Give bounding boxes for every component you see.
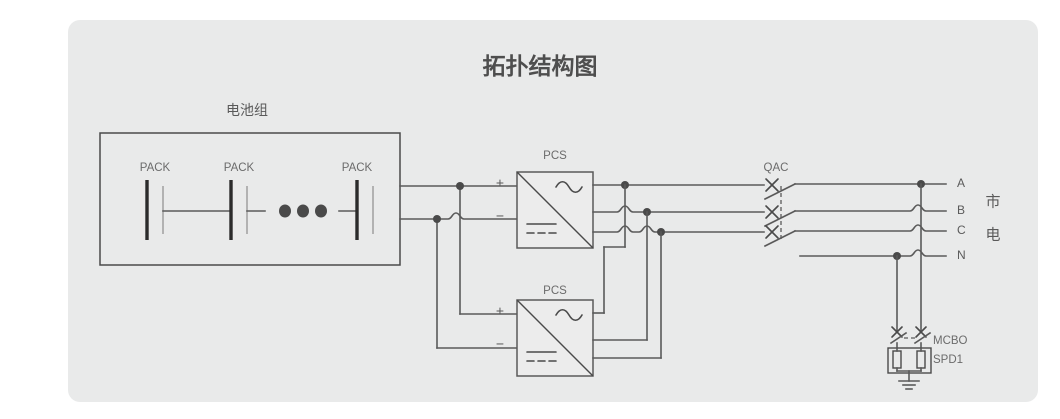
ac-sine-icon-1 bbox=[555, 180, 583, 194]
ac-wiring-upper bbox=[592, 181, 765, 236]
phase-label-n: N bbox=[957, 248, 966, 262]
pack-label-2: PACK bbox=[224, 162, 255, 174]
battery-group-box bbox=[99, 132, 401, 266]
spd1-device bbox=[887, 347, 932, 390]
page-title: 拓扑结构图 bbox=[483, 53, 598, 80]
phase-label-b: B bbox=[957, 203, 965, 217]
battery-group-label: 电池组 bbox=[226, 103, 268, 119]
pcs-dc-negative-label-1: − bbox=[496, 208, 504, 224]
ac-wiring-lower bbox=[592, 184, 662, 359]
qac-label: QAC bbox=[764, 162, 789, 174]
grid-label-char-1: 市 bbox=[985, 193, 1000, 211]
spd1-label: SPD1 bbox=[933, 354, 963, 366]
dc-symbol-icon-1 bbox=[526, 223, 557, 234]
pcs-diagonal-1 bbox=[516, 171, 594, 249]
phase-bus-lines bbox=[794, 180, 947, 260]
pcs-diagonal-2 bbox=[516, 299, 594, 377]
qac-breaker[interactable] bbox=[763, 178, 797, 248]
dc-bus-wiring bbox=[399, 182, 518, 349]
pack-label-1: PACK bbox=[140, 162, 171, 174]
phase-label-c: C bbox=[957, 223, 966, 237]
pcs-dc-negative-label-2: − bbox=[496, 336, 504, 352]
pcs-dc-positive-label-1: + bbox=[496, 175, 504, 191]
spd-drop-wiring bbox=[896, 183, 922, 331]
dc-symbol-icon-2 bbox=[526, 351, 557, 362]
pack-label-3: PACK bbox=[342, 162, 373, 174]
grid-label-char-2: 电 bbox=[985, 226, 1000, 244]
phase-label-a: A bbox=[957, 176, 965, 190]
battery-ellipsis bbox=[279, 204, 327, 218]
mcbo-breaker[interactable] bbox=[889, 326, 932, 349]
pcs-dc-positive-label-2: + bbox=[496, 303, 504, 319]
pcs-label-2: PCS bbox=[543, 285, 567, 297]
pcs-label-1: PCS bbox=[543, 150, 567, 162]
mcbo-label: MCBO bbox=[933, 335, 968, 347]
ac-sine-icon-2 bbox=[555, 308, 583, 322]
